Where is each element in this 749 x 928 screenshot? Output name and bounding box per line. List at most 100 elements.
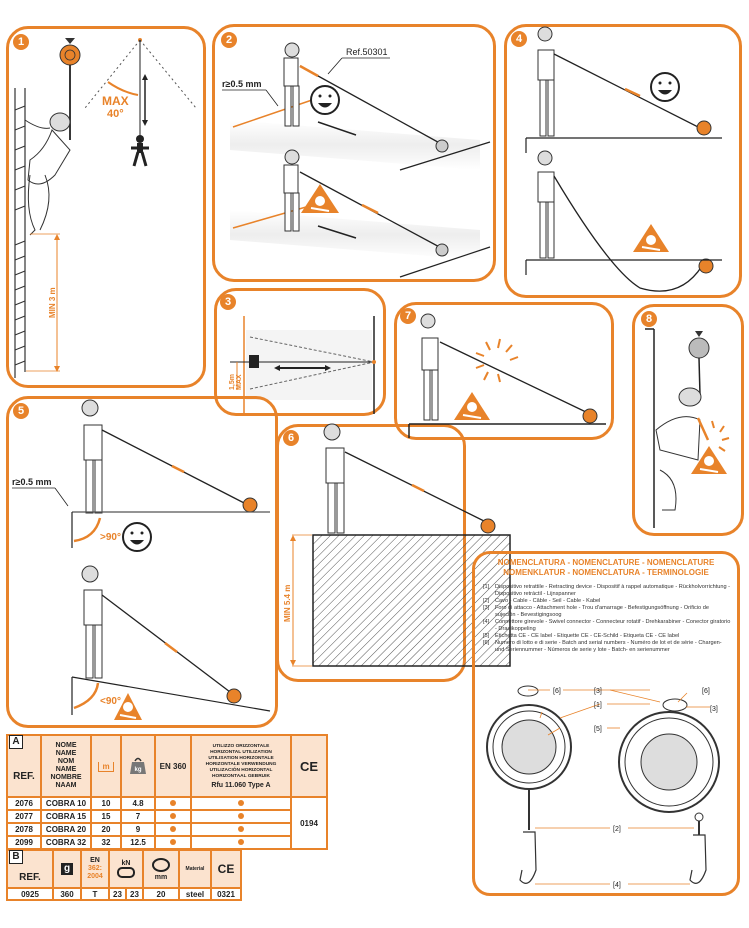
header-material: Material [178,849,212,889]
cell-strength-minor: 23 [125,887,144,901]
cell-weight: 360 [52,887,82,901]
min-height-label: MIN 3 m [48,287,57,318]
reference-label: Ref.50301 [346,47,388,57]
cell-standard: T [80,887,110,901]
smiley-icon [650,72,680,102]
header-standard: EN 360 [154,734,192,798]
panel-number-2: 2 [221,32,237,48]
header-weight: g [52,849,82,889]
header-length: m [90,734,122,798]
panel-8-swing-fall [632,304,744,536]
cell-material: steel [178,887,212,901]
callout-6-left: [6] [553,688,561,695]
table-row: 2078 COBRA 20 20 9 [6,822,327,837]
cell-length: 32 [90,835,122,850]
check-dot-icon [238,813,244,819]
cell-en360 [154,809,192,824]
cell-weight: 12.5 [120,835,156,850]
panel-number-3: 3 [220,294,236,310]
right-device-drawing [618,698,720,884]
cell-length: 10 [90,796,122,811]
header-strength: kN [108,849,144,889]
edge-radius-label-5: r≥0.5 mm [12,477,51,487]
header-weight: kg [120,734,156,798]
callout-5: [5] [594,726,602,733]
list-item: [4]Connettore girevole - Swivel connecto… [483,619,731,632]
list-item: [3]Foro di attacco - Attachment hole - T… [483,605,709,618]
list-item: [2]Cavo - Cable - Câble - Seil - Cable -… [483,598,601,604]
check-dot-icon [238,800,244,806]
left-device-drawing [486,685,572,884]
callout-2: [2] [613,826,621,833]
table-b-letter: B [9,850,23,864]
weight-icon: kg [130,757,146,774]
cell-ref: 2076 [6,796,42,811]
list-item: [6]Numero di lotto e di serie - Batch an… [483,640,722,653]
cell-length: 20 [90,822,122,837]
max-height-label-1: 1,5m [229,374,236,390]
min-clearance-label: MIN 5.4 m [283,585,292,622]
person-silhouette-icon [131,135,149,167]
cell-weight: 7 [120,809,156,824]
panel-number-1: 1 [13,34,29,50]
cell-ref: 0925 [6,887,54,901]
table-row: 2077 COBRA 15 15 7 [6,809,327,824]
callout-3-top: [3] [594,688,602,695]
panel-number-5: 5 [13,403,29,419]
connector-icon [117,867,135,878]
angle-label-max: MAX [102,94,129,108]
panel-1-vertical-use [6,26,206,388]
table-row: 0925 360 T 23 23 20 steel 0321 [6,887,242,901]
table-a-letter: A [9,735,23,749]
check-dot-icon [238,839,244,845]
ladder [14,88,26,378]
nomenclature-panel: NOMENCLATURA - NOMENCLATURE - NOMENCLATU… [472,551,740,896]
cell-en360 [154,822,192,837]
panel-number-7: 7 [400,308,416,324]
list-item: [1]Dispositivo retrattile - Retracting d… [483,584,731,597]
cell-strength-major: 23 [108,887,127,901]
cell-horizontal [190,835,292,850]
angle-ok-label: >90° [100,532,121,543]
cell-name: COBRA 32 [40,835,92,850]
svg-text:kg: kg [134,767,141,773]
list-item: [5]Etichetta CE - CE label - Etiquette C… [483,633,680,639]
cell-horizontal [190,796,292,811]
danger-skull-icon [301,184,339,213]
callout-1: [1] [594,702,602,709]
cell-en360 [154,796,192,811]
cell-ce: 0194 [290,796,328,850]
header-ce: CE [210,849,242,889]
snap-burst-icon [711,420,730,452]
panel-7-sharp-edge [394,302,614,440]
danger-skull-icon [633,224,669,252]
callout-3-right: [3] [710,706,718,713]
cell-name: COBRA 10 [40,796,92,811]
check-dot-icon [170,800,176,806]
check-dot-icon [238,826,244,832]
gate-opening-icon [152,857,170,872]
nomenclature-title-1: NOMENCLATURA - NOMENCLATURE - NOMENCLATU… [497,558,715,567]
header-ce: CE [290,734,328,798]
nomenclature-list: [1]Dispositivo retrattile - Retracting d… [483,584,731,654]
panel-number-4: 4 [511,31,527,47]
anchor-icon [65,38,75,44]
danger-skull-icon [454,392,490,420]
cell-ref: 2078 [6,822,42,837]
panel-2-horizontal-use [212,24,496,282]
max-height-label-2: MAX [236,374,243,390]
cell-name: COBRA 20 [40,822,92,837]
cell-ce: 0321 [210,887,242,901]
danger-skull-icon [114,693,142,720]
cell-ref: 2099 [6,835,42,850]
angle-bad-label: <90° [100,696,121,707]
cell-weight: 9 [120,822,156,837]
panel-number-6: 6 [283,430,299,446]
